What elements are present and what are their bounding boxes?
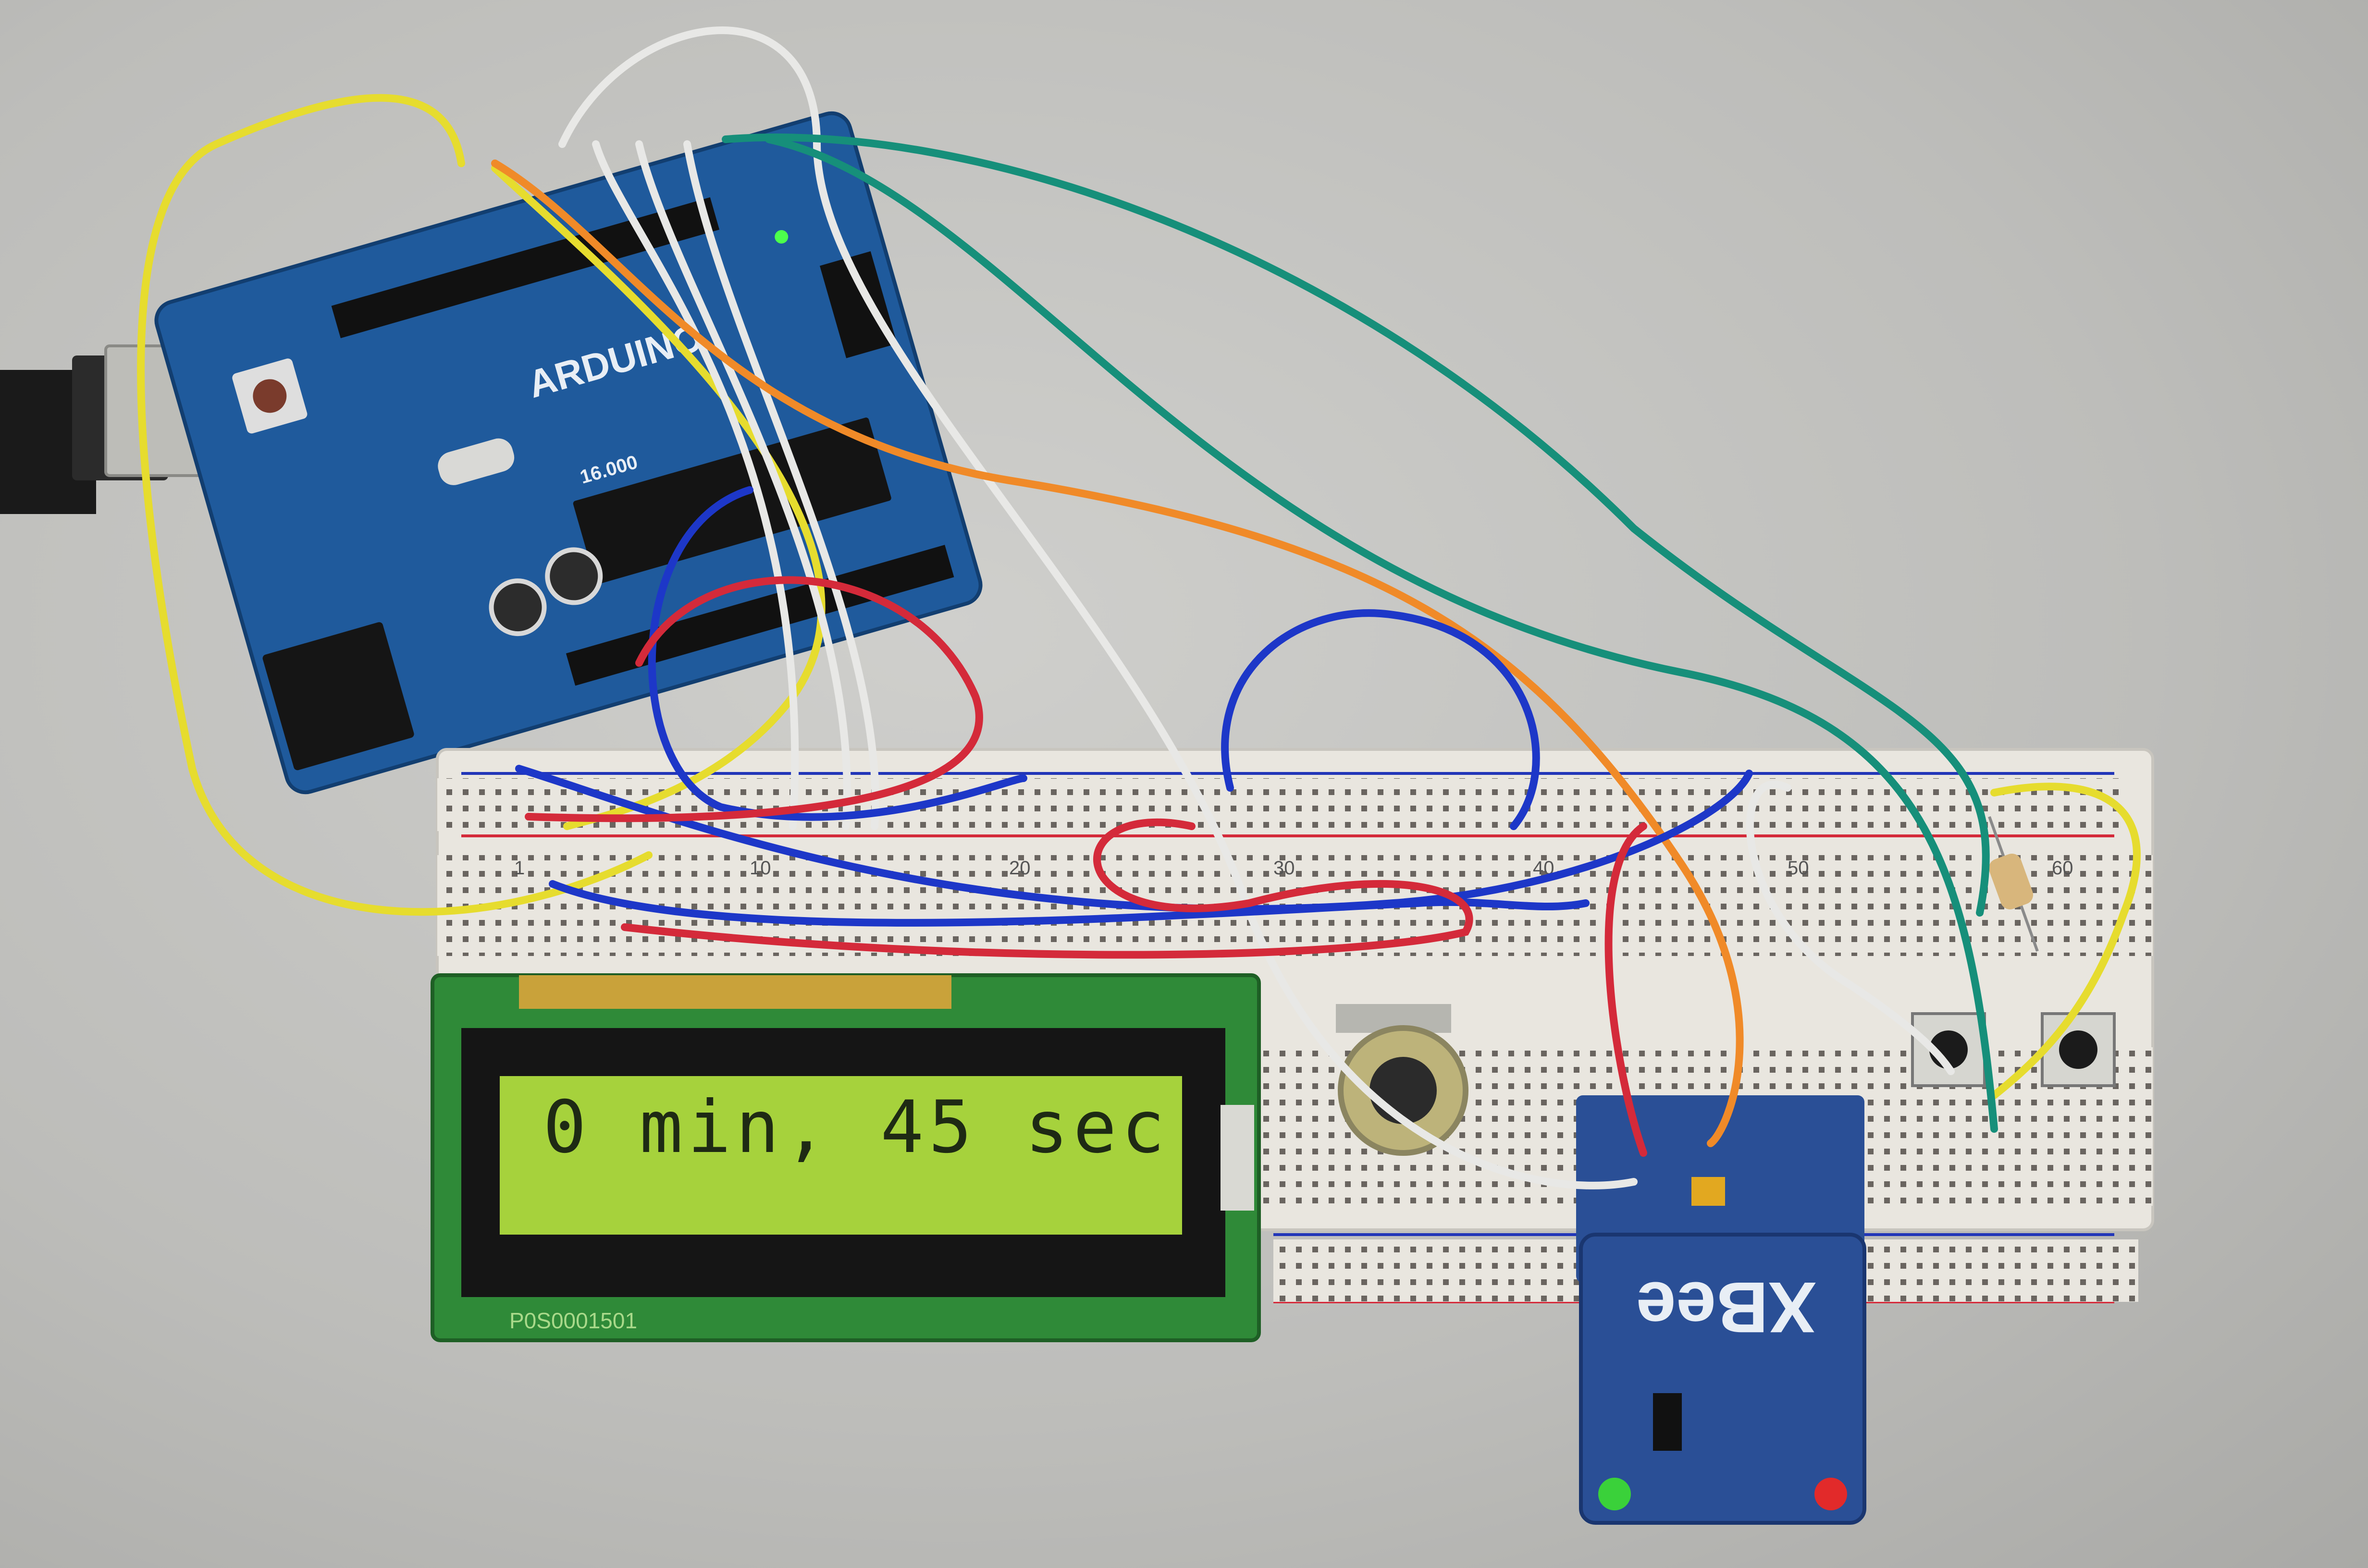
lcd-header-pins — [519, 975, 951, 1009]
wire-red — [525, 576, 983, 822]
wire-green-2 — [765, 135, 1998, 1133]
xbee-module: XBee — [1576, 1095, 1866, 1525]
wire-white — [558, 26, 1638, 1189]
wire-yellow-3 — [1990, 783, 2141, 1099]
bb-col-60: 60 — [2052, 858, 2073, 879]
lcd-pcb-label: P0S0001501 — [509, 1308, 637, 1333]
resistor — [1988, 816, 2039, 952]
wire-green — [722, 133, 1990, 917]
bb-col-20: 20 — [1009, 858, 1031, 879]
wire-blue-4 — [549, 880, 1590, 927]
bb-col-10: 10 — [750, 858, 771, 879]
wires — [137, 26, 2141, 1189]
bb-col-50: 50 — [1788, 858, 1809, 879]
wire-white-5 — [1746, 780, 1955, 1075]
wire-red-2 — [621, 818, 1473, 959]
lcd-display-text: 0 min, 45 sec — [543, 1086, 1170, 1169]
bb-col-1: 1 — [514, 858, 525, 879]
wire-blue-2 — [1221, 609, 1540, 830]
wire-yellow — [137, 94, 653, 916]
xbee-brand: XBee — [1636, 1267, 1816, 1348]
wire-white-3 — [635, 140, 851, 830]
lcd-module: P0S0001501 — [431, 973, 1261, 1342]
bb-col-30: 30 — [1273, 858, 1295, 879]
potentiometer — [1336, 1004, 1468, 1156]
wire-blue — [648, 486, 1027, 821]
wire-white-4 — [683, 140, 879, 830]
wire-orange — [491, 159, 1744, 1147]
wire-red-3 — [1604, 822, 1647, 1157]
wire-white-2 — [592, 140, 799, 830]
